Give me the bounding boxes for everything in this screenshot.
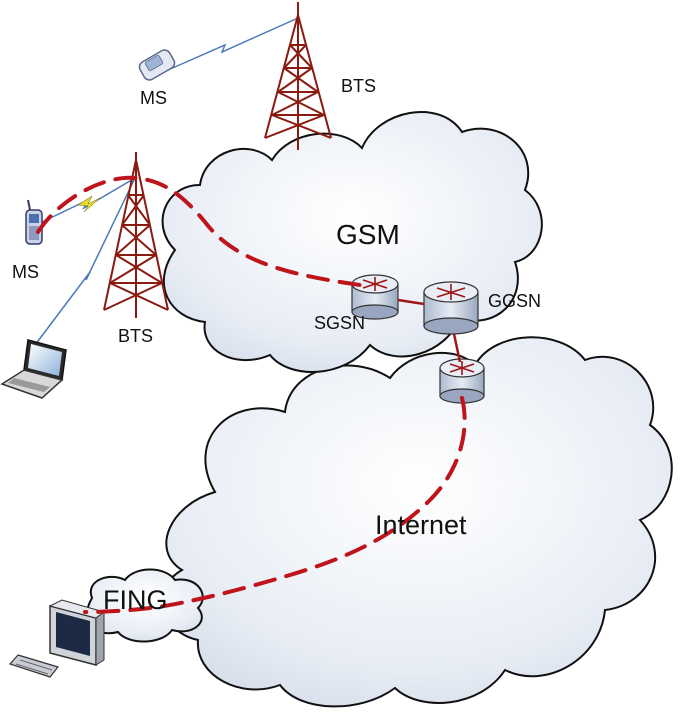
fing-label: FING [103,585,168,615]
mobile-phone-icon [25,199,43,245]
ms-label: MS [140,88,167,108]
cell-tower-icon [264,2,332,150]
bts-label: BTS [341,76,376,96]
router-icon [351,274,399,320]
gsm-label: GSM [336,219,400,250]
sgsn-label: SGSN [314,313,365,333]
internet-cloud-icon [162,336,673,708]
lightning-bolt-icon [77,195,101,213]
router-icon [423,281,479,335]
router-link [397,298,462,363]
flip-phone-icon [138,49,176,81]
keyboard-icon [8,654,60,678]
desktop-computer-icon [48,599,106,666]
internet-label: Internet [375,510,467,540]
laptop-icon [0,339,67,399]
cell-tower-icon [103,152,169,318]
ms-label: MS [12,262,39,282]
bts-label: BTS [118,326,153,346]
data-path-dashed [36,175,467,614]
fing-cloud-icon [86,568,204,643]
ggsn-label: GGSN [488,291,541,311]
